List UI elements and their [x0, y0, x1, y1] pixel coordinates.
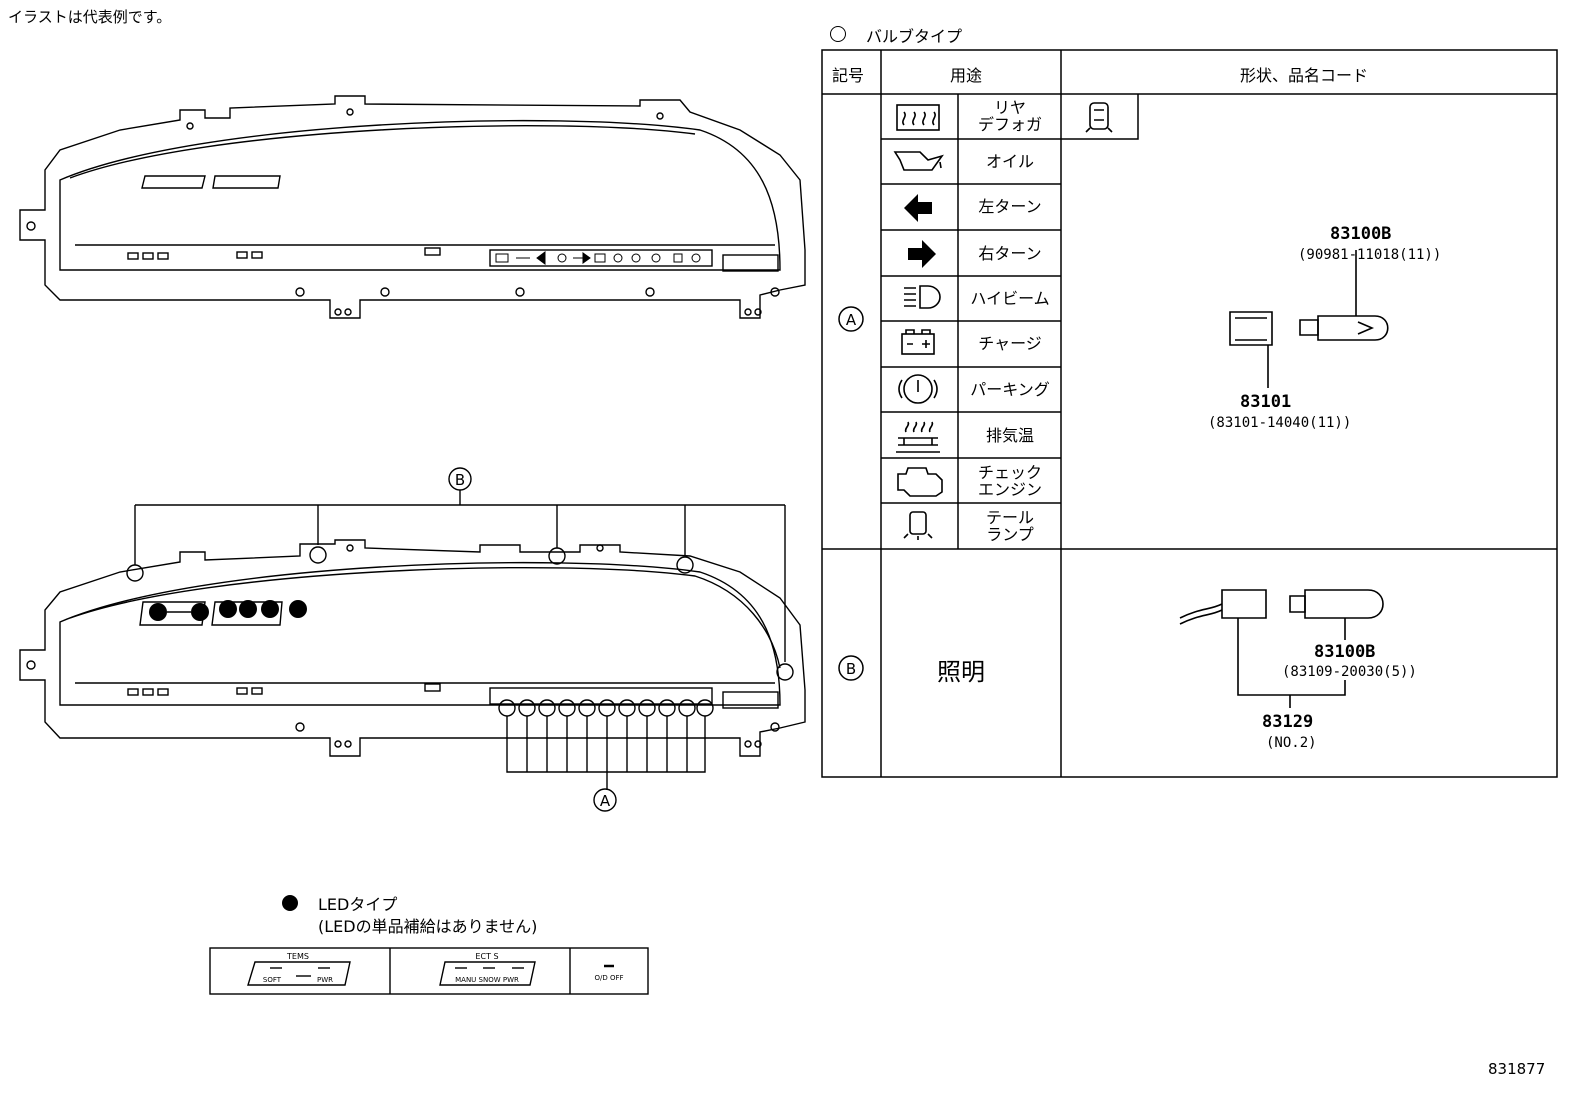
led-legend-label: LEDタイプ [318, 895, 398, 914]
b-callout-lines [126, 490, 794, 681]
usage-parking: パーキング [970, 380, 1050, 399]
led-switch-panel [209, 947, 649, 995]
part-sub-b-socket: (NO.2) [1266, 735, 1317, 751]
usage-tail-lamp: テール ランプ [985, 508, 1034, 544]
usage-high-beam: ハイビーム [970, 289, 1050, 308]
illustration-note: イラストは代表例です。 [8, 8, 172, 26]
usage-charge: チャージ [978, 334, 1042, 353]
soft-label: SOFT [263, 976, 282, 984]
part-sub-a-bulb: (90981-11018(11)) [1298, 247, 1442, 263]
part-sub-b-bulb: (83109-20030(5)) [1282, 664, 1417, 680]
group-b-symbol: B [846, 660, 856, 678]
group-a-symbol: A [846, 311, 857, 329]
pwr-label: PWR [317, 976, 333, 984]
part-code-b-socket: 83129 [1262, 712, 1314, 732]
part-code-a-socket: 83101 [1240, 392, 1292, 412]
bulb-legend-label: バルブタイプ [866, 27, 963, 46]
upper-cluster-outline [19, 95, 806, 319]
usage-illumination: 照明 [937, 658, 985, 686]
ect-label: ECT S [475, 952, 498, 961]
mode-labels: MANU SNOW PWR [455, 976, 519, 984]
usage-check-engine: チェック エンジン [977, 463, 1042, 499]
usage-left-turn: 左ターン [978, 197, 1042, 216]
lower-cluster-outline [19, 539, 806, 757]
part-code-b-bulb: 83100B [1314, 642, 1376, 662]
diagram-number: 831877 [1488, 1060, 1546, 1078]
temp-label: TEMS [286, 952, 309, 961]
od-off-label: O/D OFF [594, 974, 623, 982]
led-legend-dot [282, 895, 298, 911]
bulb-legend-circle [830, 26, 846, 42]
header-symbol: 記号 [832, 66, 865, 85]
callout-a-lower: A [600, 792, 611, 810]
header-usage: 用途 [950, 66, 983, 85]
led-dots [149, 600, 307, 911]
usage-exhaust-temp: 排気温 [985, 426, 1034, 445]
part-sub-a-socket: (83101-14040(11)) [1208, 415, 1352, 431]
usage-right-turn: 右ターン [978, 244, 1042, 263]
callout-b-upper: B [455, 471, 465, 489]
led-legend-sublabel: (LEDの単品補給はありません) [318, 917, 538, 936]
usage-oil: オイル [985, 152, 1034, 171]
a-callout-lines [498, 699, 714, 790]
part-code-a-bulb: 83100B [1330, 224, 1392, 244]
upper-indicator-strip [495, 251, 701, 265]
header-shape: 形状、品名コード [1240, 66, 1369, 85]
usage-rear-defogger: リヤ デフォガ [977, 98, 1042, 134]
cluster-drawings: B A TEMS SOFT PWR ECT S MANU SNOW PWR O/… [19, 95, 806, 995]
